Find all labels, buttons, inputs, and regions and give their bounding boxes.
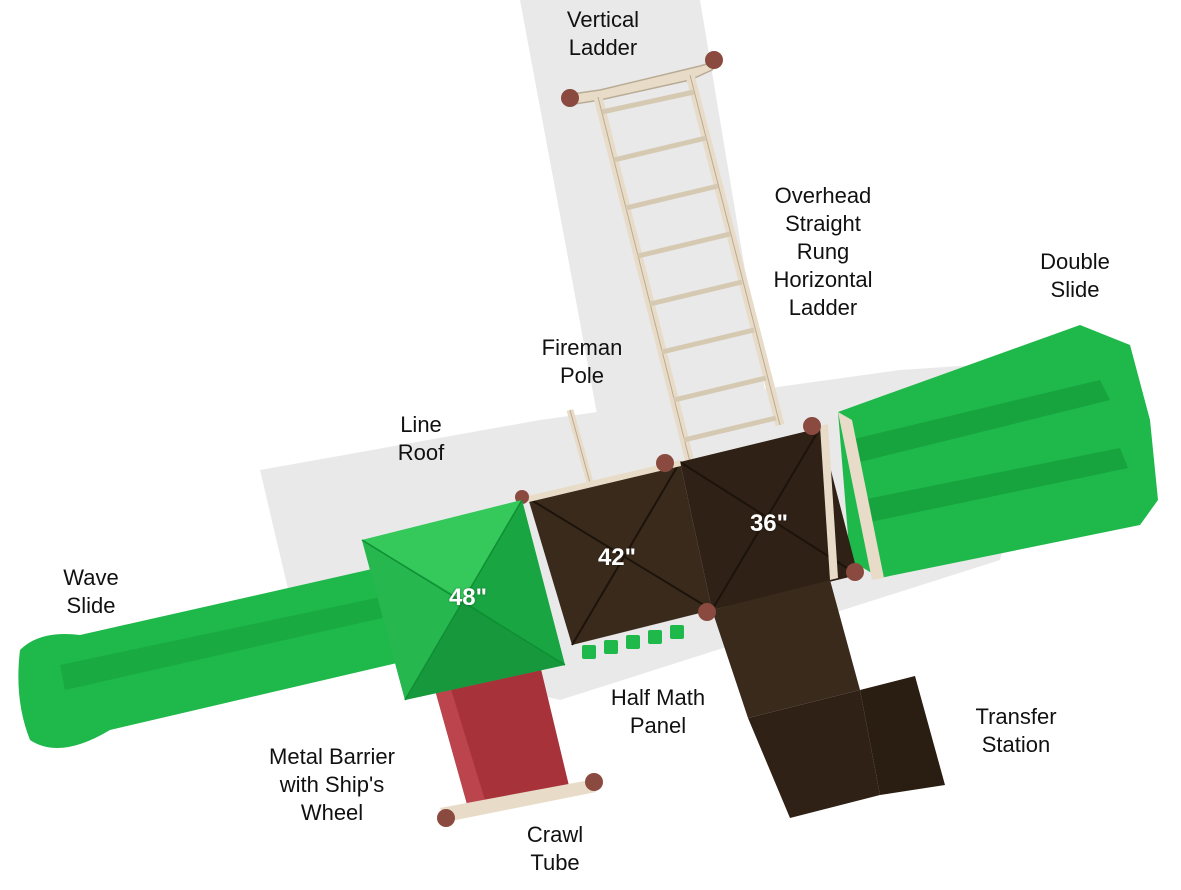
roof-height-label: 48" [448,584,488,611]
fireman-pole [566,409,596,491]
wave-slide [18,565,410,748]
decks [515,417,945,818]
mid-deck-height-label: 42" [597,544,637,571]
right-deck-height-label: 36" [749,510,789,537]
line-roof [361,499,566,701]
half-math-panel [582,625,684,659]
crawl-tube [435,665,603,827]
overhead-ladder [561,51,785,464]
double-slide [838,325,1158,580]
